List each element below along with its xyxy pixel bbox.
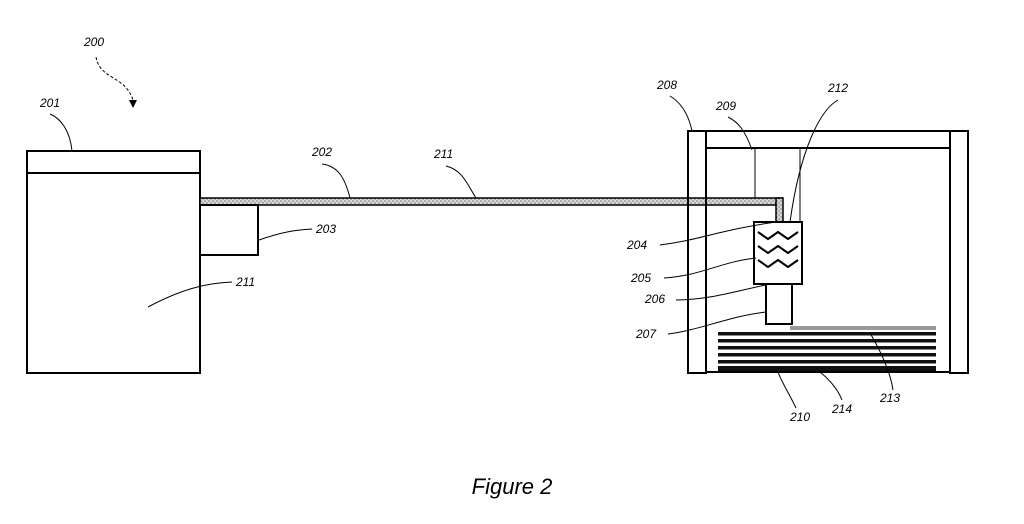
label-211-conduit: 211	[433, 147, 453, 161]
layer-1	[718, 332, 936, 336]
printer-frame: 208	[656, 78, 969, 374]
layer-3	[718, 346, 936, 350]
top-layer	[790, 326, 936, 330]
support-rods: 209	[715, 99, 801, 222]
label-205: 205	[630, 271, 651, 285]
label-202: 202	[311, 145, 332, 159]
mixer-screw	[757, 230, 799, 269]
reservoir-lid	[26, 150, 201, 174]
conduit-drop	[775, 197, 784, 223]
reservoir: 201 211	[26, 96, 255, 374]
label-213: 213	[879, 391, 900, 405]
layer-5	[718, 360, 936, 364]
build-plate	[718, 366, 936, 371]
reservoir-body	[26, 172, 201, 374]
frame-top-beam	[705, 130, 951, 149]
layer-4	[718, 353, 936, 357]
label-212: 212	[827, 81, 848, 95]
label-211-reservoir: 211	[235, 275, 255, 289]
conduit: 202 211	[199, 145, 784, 223]
label-208: 208	[656, 78, 677, 92]
layer-2	[718, 339, 936, 343]
label-210: 210	[789, 410, 810, 424]
frame-left-post	[687, 130, 707, 374]
conduit-tube	[199, 197, 783, 206]
nozzle-body	[765, 283, 793, 325]
pump-body	[199, 204, 259, 256]
nozzle: 206 207	[635, 283, 793, 341]
label-209: 209	[715, 99, 736, 113]
label-207: 207	[635, 327, 657, 341]
label-214: 214	[831, 402, 852, 416]
system-arrow: 200	[83, 35, 137, 108]
pump: 203	[199, 204, 336, 256]
feed-line: 212	[789, 81, 848, 223]
label-204: 204	[626, 238, 647, 252]
frame-right-post	[949, 130, 969, 374]
printhead: 204 205	[626, 221, 803, 285]
label-201: 201	[39, 96, 60, 110]
figure-caption: Figure 2	[471, 474, 553, 499]
printed-part: 213 210 214	[718, 326, 936, 424]
label-203: 203	[315, 222, 336, 236]
label-200: 200	[83, 35, 104, 49]
label-206: 206	[644, 292, 665, 306]
